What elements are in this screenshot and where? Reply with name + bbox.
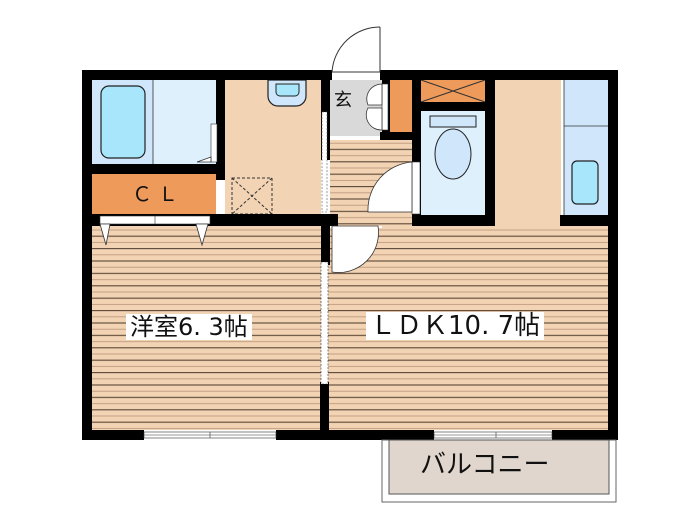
kitchen-sink-icon xyxy=(571,160,599,205)
balcony xyxy=(381,439,617,503)
ldk-window xyxy=(433,431,553,439)
closet-folding-doors xyxy=(99,215,211,247)
bathtub-icon xyxy=(100,85,146,159)
western-room-label: 洋室6. 3帖 xyxy=(126,314,252,340)
front-door-icon xyxy=(331,26,381,73)
shoe-cabinet xyxy=(390,80,412,132)
ldk-door-icon xyxy=(330,225,382,273)
closet-area xyxy=(92,174,216,214)
toilet-icon xyxy=(429,115,477,180)
entrance-double-door-icon xyxy=(365,83,389,131)
balcony-label: バルコニー xyxy=(420,450,550,480)
western-room-window xyxy=(143,431,277,439)
ldk-label: ＬＤＫ10. 7帖 xyxy=(366,312,545,340)
washbasin-icon xyxy=(267,79,307,107)
toilet-door-icon xyxy=(367,161,421,215)
kitchen-floor xyxy=(495,80,561,226)
closet-label: ＣＬ xyxy=(132,182,184,206)
washroom-sliding-door xyxy=(321,111,328,213)
room-partition-sliding-door xyxy=(320,261,329,385)
entrance-label: 玄 xyxy=(334,90,352,111)
bathroom-door-icon xyxy=(196,156,212,163)
